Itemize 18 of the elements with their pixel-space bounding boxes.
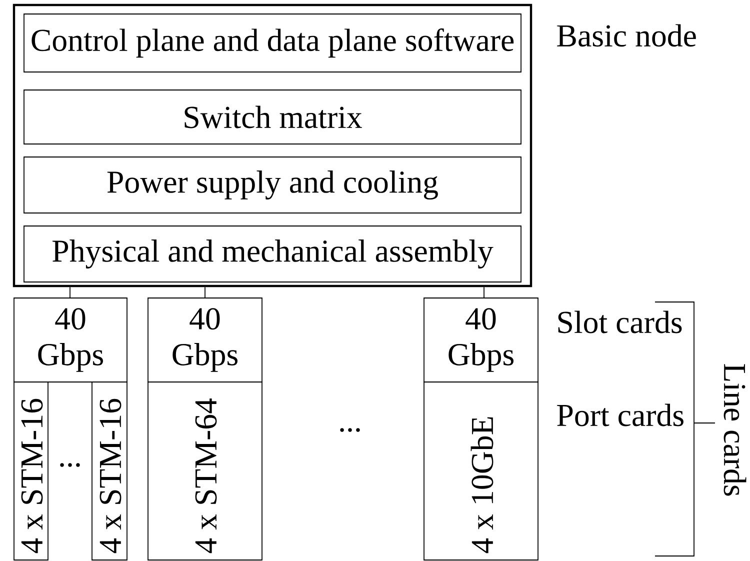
slot-card-box: 40 Gbps bbox=[148, 298, 262, 382]
slot-card-box: 40 Gbps bbox=[14, 298, 128, 382]
port-card-box: 4 x STM-16 bbox=[14, 382, 48, 560]
line-cards-label: Line cards bbox=[724, 364, 746, 496]
component-box: Physical and mechanical assembly bbox=[24, 226, 522, 282]
node-label: Basic node bbox=[557, 24, 696, 47]
ellipsis: ... bbox=[340, 428, 360, 432]
component-box: Control plane and data plane software bbox=[24, 14, 522, 72]
ellipsis: ... bbox=[60, 463, 80, 467]
port-card-box: 4 x STM-16 bbox=[92, 382, 128, 560]
port-cards-label: Port cards bbox=[557, 404, 684, 426]
connector-line bbox=[204, 286, 206, 298]
component-box: Switch matrix bbox=[24, 90, 522, 144]
slot-cards-label: Slot cards bbox=[558, 310, 682, 334]
port-card-box: 4 x STM-64 bbox=[148, 382, 262, 560]
component-box: Power supply and cooling bbox=[24, 156, 522, 214]
slot-card-box: 40 Gbps bbox=[424, 298, 538, 382]
port-card-box: 4 x 10GbE bbox=[424, 382, 538, 560]
